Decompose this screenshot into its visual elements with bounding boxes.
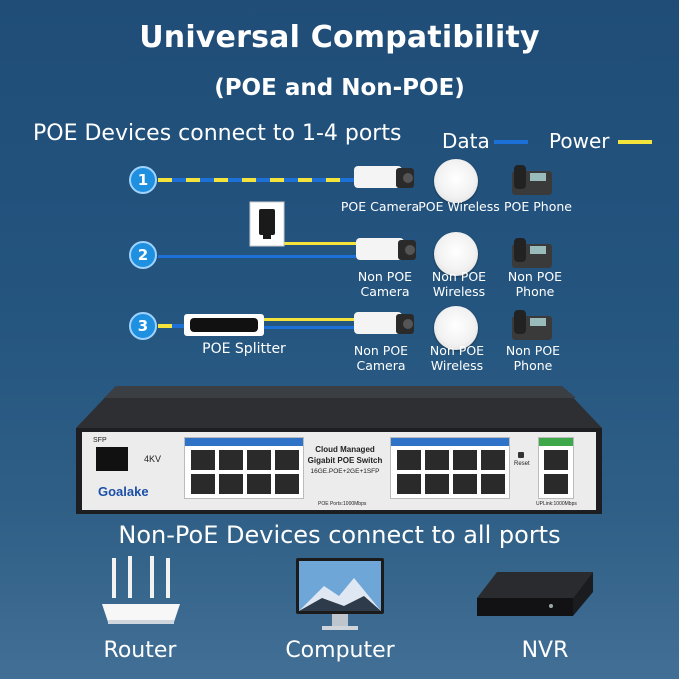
row-1-wireless-caption: POE Wireless <box>418 199 500 214</box>
row-2-data-cable <box>158 255 356 258</box>
switch-model-line-3: 16GE.POE+2GE+1SFP <box>310 468 380 475</box>
switch-model-line-1: Cloud Managed <box>315 445 375 454</box>
reset-button <box>518 452 524 458</box>
power-adapter-icon <box>249 201 285 247</box>
row-2-power-cable <box>276 242 358 245</box>
ethernet-port <box>453 474 477 494</box>
ethernet-port <box>397 474 421 494</box>
nvr-device-icon <box>477 572 593 616</box>
poe-wireless-ap-icon <box>434 159 478 203</box>
row-2-number-badge: 2 <box>129 241 157 269</box>
uplink-label-strip <box>539 438 573 446</box>
switch-reset-label: Reset <box>514 461 530 467</box>
non-poe-camera-icon <box>356 238 416 260</box>
row-3-number-badge: 3 <box>129 312 157 340</box>
router-icon <box>102 556 180 624</box>
row-2-camera-caption: Non POE Camera <box>357 269 413 299</box>
poe-splitter-label: POE Splitter <box>202 341 286 357</box>
switch-sfp-port <box>96 447 128 471</box>
row-3-poe-cable <box>158 324 188 328</box>
switch-sfp-label: SFP <box>93 437 107 444</box>
non-poe-phone-icon-2 <box>512 310 552 340</box>
ethernet-port <box>275 474 299 494</box>
page-subtitle: (POE and Non-POE) <box>214 75 465 101</box>
row-3-phone-caption: Non POE Phone <box>505 343 561 373</box>
ethernet-port <box>191 474 215 494</box>
ethernet-port <box>247 450 271 470</box>
switch-kv-label: 4KV <box>144 454 162 464</box>
ethernet-port <box>219 474 243 494</box>
switch-poe-ports-label: POE Ports:1000Mbps <box>318 501 367 507</box>
ethernet-port <box>481 474 505 494</box>
uplink-port <box>544 450 568 470</box>
device-label-router: Router <box>103 638 177 663</box>
ethernet-port <box>275 450 299 470</box>
row-3-power-cable <box>264 318 354 321</box>
ethernet-port <box>453 450 477 470</box>
switch-port-block-9-16 <box>390 437 510 499</box>
switch-brand-logo: Goalake <box>98 484 149 499</box>
row-3-wireless-caption: Non POE Wireless <box>429 343 485 373</box>
network-switch-illustration <box>76 386 602 514</box>
uplink-port <box>544 474 568 494</box>
row-3-camera-caption: Non POE Camera <box>353 343 409 373</box>
ethernet-port <box>191 450 215 470</box>
row-1-camera-caption: POE Camera <box>340 199 420 214</box>
computer-monitor-icon <box>296 558 384 630</box>
legend-data-swatch <box>494 140 528 144</box>
row-1-number-badge: 1 <box>129 166 157 194</box>
non-poe-section-heading: Non-PoE Devices connect to all ports <box>118 521 561 549</box>
non-poe-phone-icon <box>512 238 552 268</box>
legend-power-label: Power <box>549 129 610 153</box>
poe-phone-icon <box>512 165 552 195</box>
non-poe-wireless-ap-icon-2 <box>434 306 478 350</box>
port-label-strip-right <box>391 438 509 446</box>
poe-section-heading: POE Devices connect to 1-4 ports <box>33 121 402 146</box>
switch-uplink-block <box>538 437 574 499</box>
ethernet-port <box>397 450 421 470</box>
switch-uplink-label: UPLink:1000Mbps <box>536 501 577 507</box>
ethernet-port <box>425 450 449 470</box>
switch-model-line-2: Gigabit POE Switch <box>307 456 383 465</box>
device-label-nvr: NVR <box>521 638 569 663</box>
poe-splitter-icon <box>184 314 264 336</box>
row-1-phone-caption: POE Phone <box>504 199 572 214</box>
switch-model-label: Cloud Managed Gigabit POE Switch 16GE.PO… <box>302 444 388 477</box>
row-1-poe-cable <box>158 178 354 182</box>
legend-data-label: Data <box>442 129 490 153</box>
page-title: Universal Compatibility <box>139 20 540 55</box>
ethernet-port <box>481 450 505 470</box>
non-poe-wireless-ap-icon <box>434 232 478 276</box>
non-poe-camera-icon-2 <box>354 312 414 334</box>
row-2-wireless-caption: Non POE Wireless <box>431 269 487 299</box>
row-3-data-cable <box>264 326 354 329</box>
ethernet-port <box>425 474 449 494</box>
port-label-strip-left <box>185 438 303 446</box>
ethernet-port <box>247 474 271 494</box>
row-2-phone-caption: Non POE Phone <box>507 269 563 299</box>
switch-port-block-1-8 <box>184 437 304 499</box>
poe-camera-icon <box>354 166 414 188</box>
legend-power-swatch <box>618 140 652 144</box>
device-label-computer: Computer <box>285 638 395 663</box>
ethernet-port <box>219 450 243 470</box>
